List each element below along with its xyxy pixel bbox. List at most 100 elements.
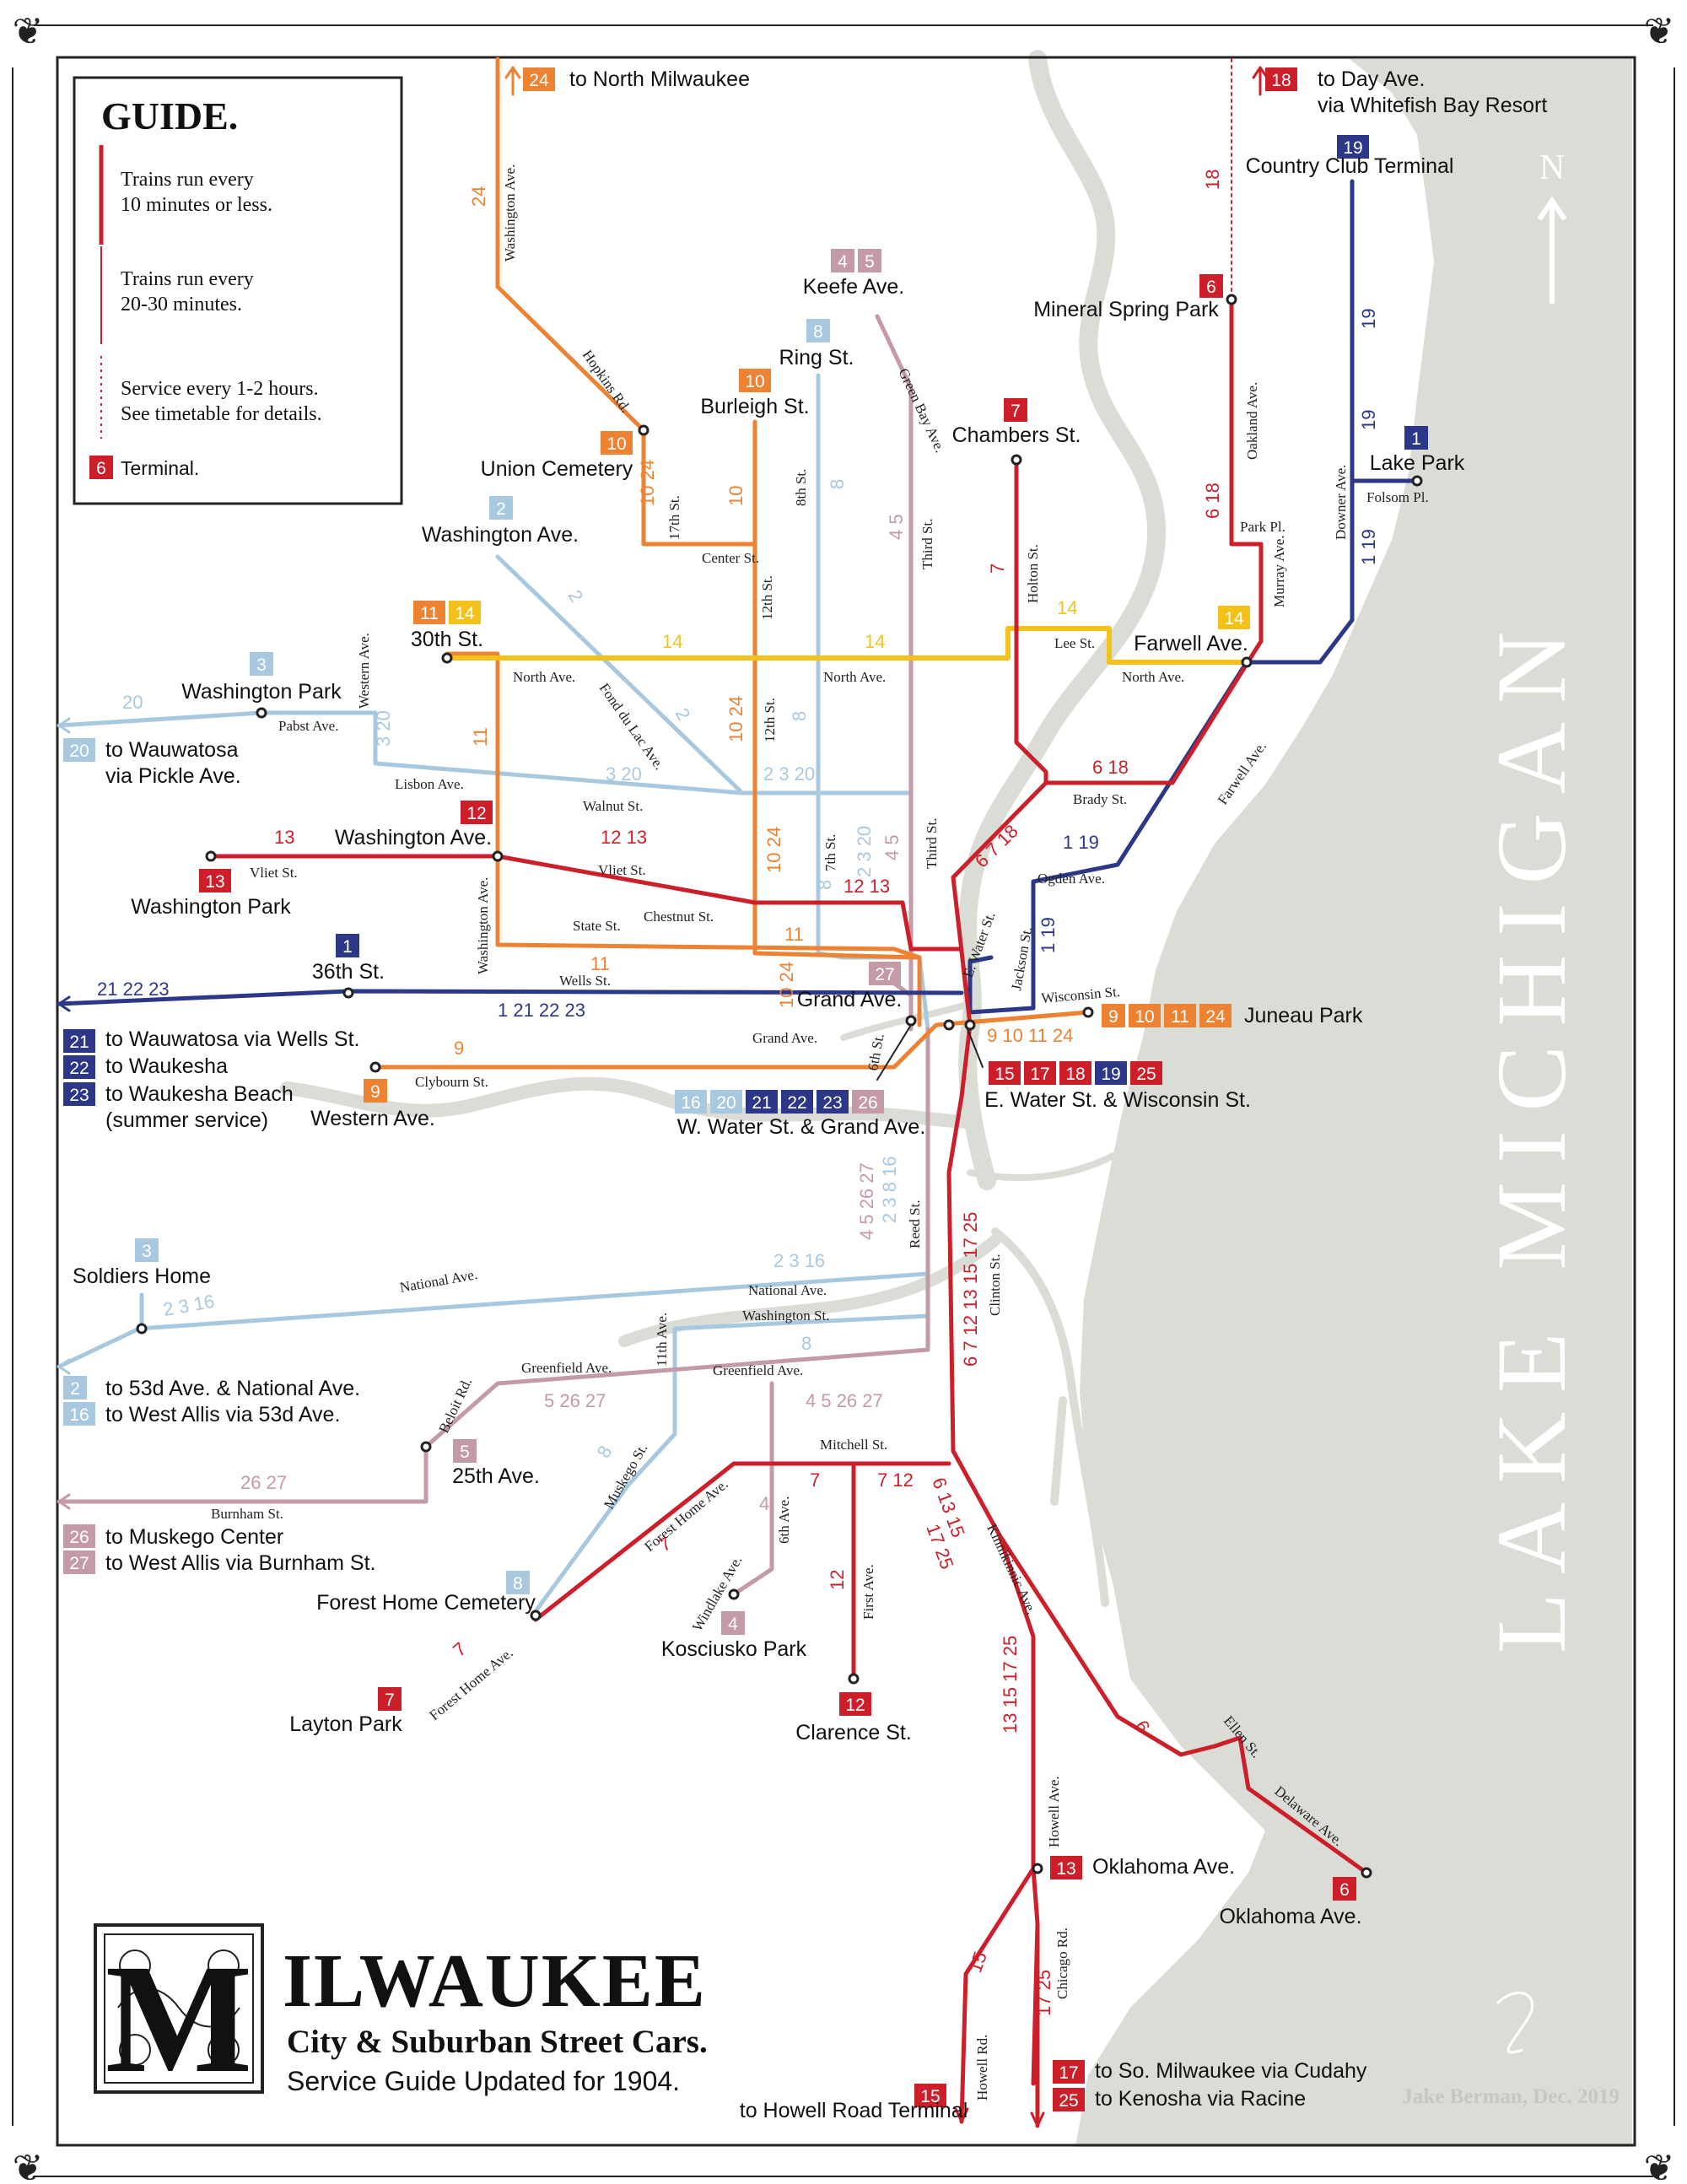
route-badge [1024, 1061, 1056, 1085]
street-label: Chestnut St. [644, 909, 714, 925]
route-badge [364, 1079, 387, 1103]
river-channel-b [1050, 1396, 1067, 1506]
route-badge-number: 20 [716, 1093, 736, 1113]
route-badge [63, 1082, 95, 1106]
arrow-south-15 [954, 2107, 969, 2123]
route-badge-number: 14 [1224, 609, 1244, 628]
route-badge [739, 369, 771, 392]
street-label: Pabst Ave. [278, 718, 338, 734]
street-label: North Ave. [1122, 669, 1184, 685]
title-block: M ILWAUKEE City & Suburban Street Cars. … [94, 1923, 708, 2106]
route-4-5-line [875, 314, 914, 1032]
street-label: Murray Ave. [1271, 535, 1287, 607]
route-badge [1129, 1004, 1161, 1027]
route-number-label: 4 5 26 27 [856, 1162, 877, 1240]
direction-arrows [57, 66, 1269, 2127]
street-label: Holton St. [1025, 544, 1041, 603]
street-label: Vliet St. [598, 862, 646, 878]
terminal-name: to Wauwatosa via Wells St. [105, 1027, 360, 1051]
river-channel-c [1092, 1430, 1202, 1540]
route-badge [413, 601, 445, 624]
route-badge [1004, 398, 1027, 422]
route-badge [1095, 1061, 1127, 1085]
route-badge-number: 9 [1108, 1007, 1118, 1027]
route-badge-number: 9 [370, 1082, 380, 1102]
menomonee-river [280, 1076, 977, 1129]
route-number-label: 2 3 20 [854, 826, 875, 877]
route-badge [523, 67, 555, 91]
route-number-label: 11 [784, 924, 804, 945]
route-number-label: 21 22 23 [97, 979, 170, 1000]
route-badge [63, 738, 95, 762]
terminal-name: Kosciusko Park [661, 1637, 807, 1661]
route-badge [63, 1524, 95, 1548]
route-number-label: 1 19 [1038, 917, 1059, 953]
route-badge [1130, 1061, 1162, 1085]
terminal-name: Western Ave. [310, 1107, 435, 1130]
route-badge-number: 1 [1411, 429, 1421, 449]
route-number-label: 11 [470, 727, 491, 747]
route-badge-number: 26 [858, 1093, 877, 1113]
river-system [280, 50, 1202, 1607]
route-number-label: 4 5 26 27 [806, 1390, 883, 1411]
route-badge-number: 3 [256, 655, 267, 675]
kinnikinnic-river [618, 1234, 1001, 1347]
route-badge-number: 6 [1206, 278, 1216, 297]
street-label: 8th St. [793, 469, 809, 506]
corner-ornaments: ❦ ❦ ❦ ❦ [13, 11, 1675, 2184]
title-initial: M [105, 1933, 253, 2106]
route-badge-number: 22 [69, 1059, 89, 1078]
route-number-label: 14 [662, 631, 682, 652]
route-badge [601, 431, 633, 455]
route-number-label: 7 12 [877, 1469, 914, 1491]
terminal-name-line2: (summer service) [105, 1108, 268, 1132]
street-label: Brady St. [1073, 791, 1127, 807]
route-badge-number: 10 [606, 434, 626, 454]
route-badge-number: 4 [728, 1615, 738, 1634]
route-badge [506, 1571, 530, 1594]
route-badge-number: 2 [496, 499, 506, 519]
title-main: ILWAUKEE [283, 1939, 707, 2023]
route-number-label: 18 [1202, 170, 1223, 190]
street-label: National Ave. [748, 1282, 827, 1298]
street-label: Burnham St. [211, 1506, 283, 1522]
terminal-name: Washington Park [181, 680, 342, 704]
route-number-label: 20 [122, 692, 143, 713]
route-badge [817, 1090, 849, 1114]
route-18-line [1229, 297, 1264, 644]
route-badge-number: 14 [455, 604, 475, 623]
arrow-west-21 [57, 995, 71, 1012]
route-badge-number: 24 [1205, 1007, 1226, 1027]
route-badge [1404, 426, 1428, 450]
street-label: Howell Rd. [974, 2035, 990, 2100]
street-label: Clinton St. [987, 1254, 1003, 1316]
route-badge-number: 21 [752, 1093, 771, 1113]
route-badge [63, 1055, 95, 1079]
route-number-label: 4 5 [881, 834, 903, 860]
street-label: 12th St. [759, 575, 775, 620]
arrow-west-26 [57, 1493, 71, 1510]
route-badge [135, 1238, 159, 1262]
route-number-label: 9 [454, 1038, 464, 1059]
route-number-label: 11 [590, 953, 610, 974]
street-label: 7th St. [822, 834, 838, 871]
street-label: Kinnikinnic Ave. [984, 1522, 1039, 1617]
terminal-name-line2: via Whitefish Bay Resort [1318, 94, 1547, 117]
terminal-name-line2: via Pickle Ave. [105, 764, 241, 788]
svg-text:❦: ❦ [13, 2148, 44, 2184]
street-label: Walnut St. [583, 798, 643, 814]
route-badge [461, 801, 493, 824]
route-number-label: 3 20 [373, 710, 394, 747]
route-badge-number: 24 [529, 71, 549, 90]
route-badge [336, 934, 359, 957]
terminal-name: Chambers St. [952, 423, 1081, 447]
